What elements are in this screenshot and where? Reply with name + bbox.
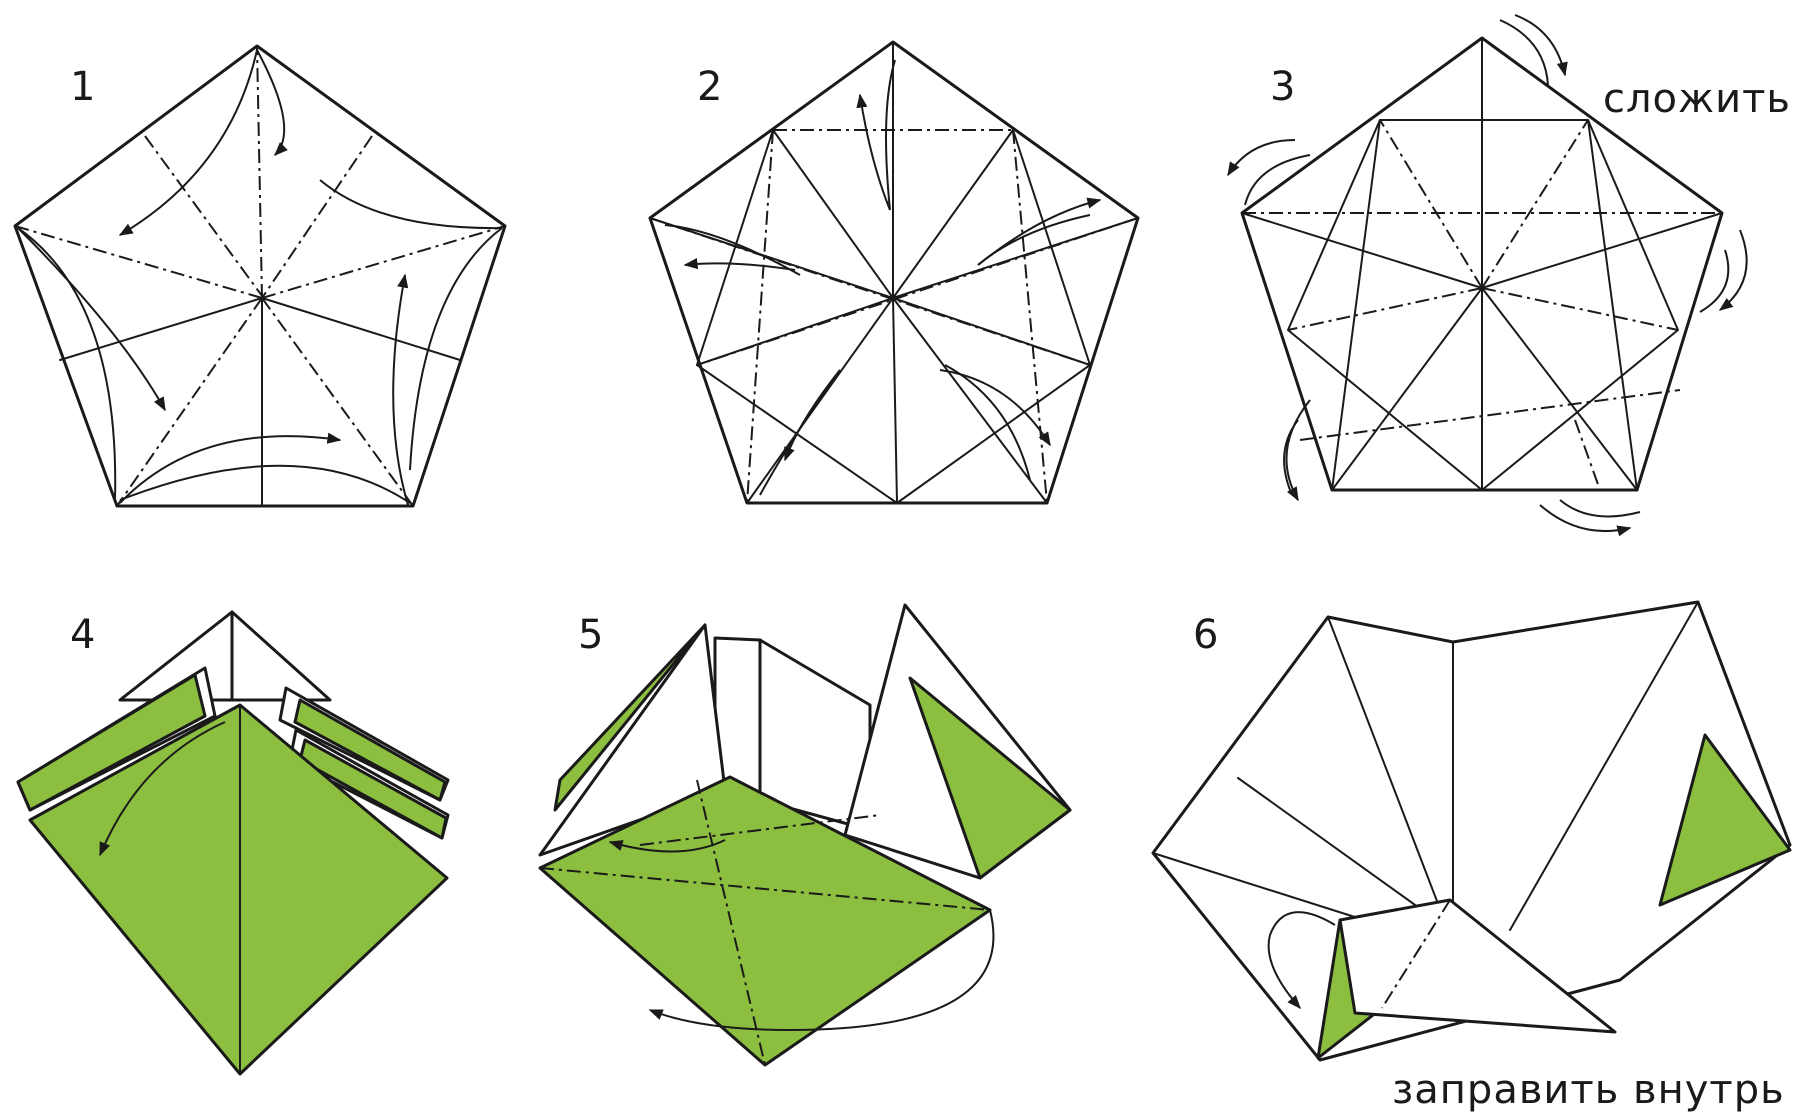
step-5-number: 5 bbox=[578, 612, 603, 658]
caption-tuck-in: заправить внутрь bbox=[1392, 1067, 1785, 1113]
step-6-figure: 6 заправить внутрь bbox=[1153, 602, 1790, 1113]
step-3-figure: 3 сложить bbox=[1228, 15, 1791, 531]
step-4-figure: 4 bbox=[18, 612, 448, 1074]
step-6-number: 6 bbox=[1193, 612, 1218, 658]
step-4-number: 4 bbox=[70, 612, 95, 658]
step-2-number: 2 bbox=[697, 64, 722, 110]
caption-fold: сложить bbox=[1603, 76, 1791, 122]
step-5-figure: 5 bbox=[540, 605, 1070, 1065]
step-1-figure: 1 bbox=[15, 46, 505, 506]
step-1-number: 1 bbox=[70, 64, 95, 110]
step-3-number: 3 bbox=[1270, 64, 1295, 110]
step-2-figure: 2 bbox=[650, 42, 1138, 503]
step-4-back-white-flap-right bbox=[232, 612, 330, 700]
